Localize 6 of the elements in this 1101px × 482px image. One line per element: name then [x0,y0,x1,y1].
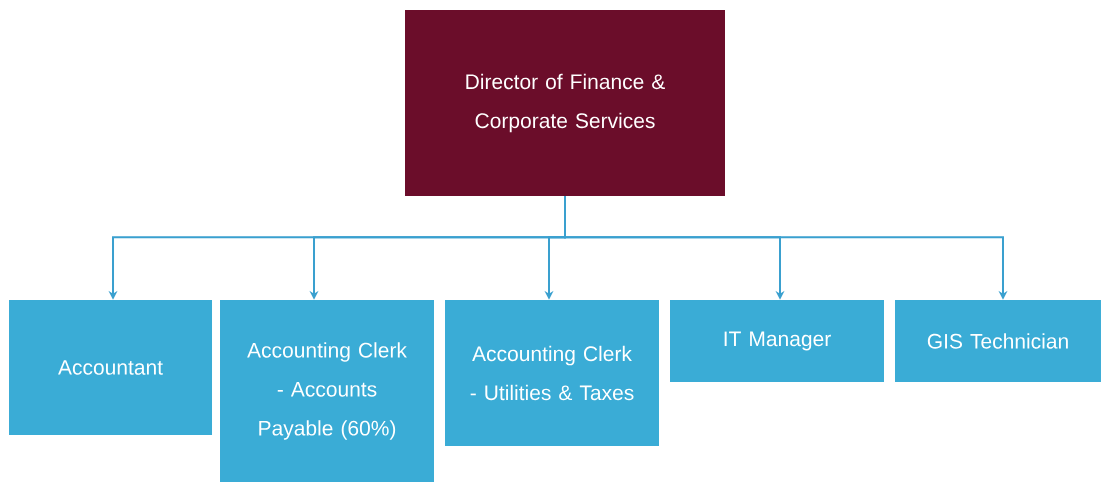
position-box: GIS Technician [895,300,1101,382]
director-box: Director of Finance & Corporate Services [405,10,725,196]
position-box: Accountant [9,300,212,435]
position-box: IT Manager [670,300,884,382]
position-box: Accounting Clerk - Utilities & Taxes [445,300,659,446]
position-box: Accounting Clerk - Accounts Payable (60%) [220,300,434,482]
